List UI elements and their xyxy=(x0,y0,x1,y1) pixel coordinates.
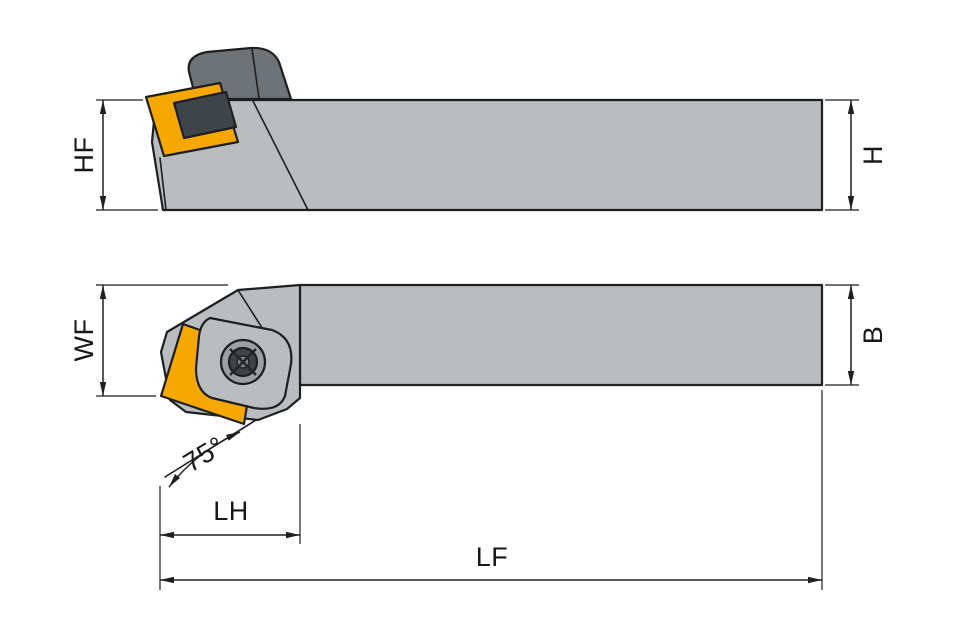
dim-hf: HF xyxy=(69,99,158,211)
side-insert-top-face xyxy=(172,90,238,140)
side-clamp-face-line xyxy=(251,48,260,99)
side-front-edge-line xyxy=(159,157,167,211)
dim-label-b: B xyxy=(858,326,888,345)
top-view xyxy=(159,283,824,426)
dim-label-h: H xyxy=(858,145,888,165)
dim-b: B xyxy=(825,284,888,386)
dim-lh: LH xyxy=(159,424,301,590)
side-view xyxy=(144,46,824,212)
top-shank-body xyxy=(298,283,824,387)
dim-h: H xyxy=(825,99,888,211)
dim-label-lh: LH xyxy=(213,496,249,526)
dim-wf: WF xyxy=(69,284,228,397)
side-head-transition-line xyxy=(251,98,309,211)
dim-label-hf: HF xyxy=(69,137,99,174)
angle-annotation: 75° xyxy=(164,419,257,488)
clamp-screw-cross xyxy=(229,348,257,376)
angle-label: 75° xyxy=(178,431,230,479)
dim-label-wf: WF xyxy=(69,319,99,362)
dim-label-lf: LF xyxy=(476,542,509,572)
top-head-ridge-line xyxy=(237,289,267,335)
angle-arc xyxy=(168,431,241,488)
side-shank-body xyxy=(150,98,824,212)
dim-lf: LF xyxy=(160,390,823,590)
